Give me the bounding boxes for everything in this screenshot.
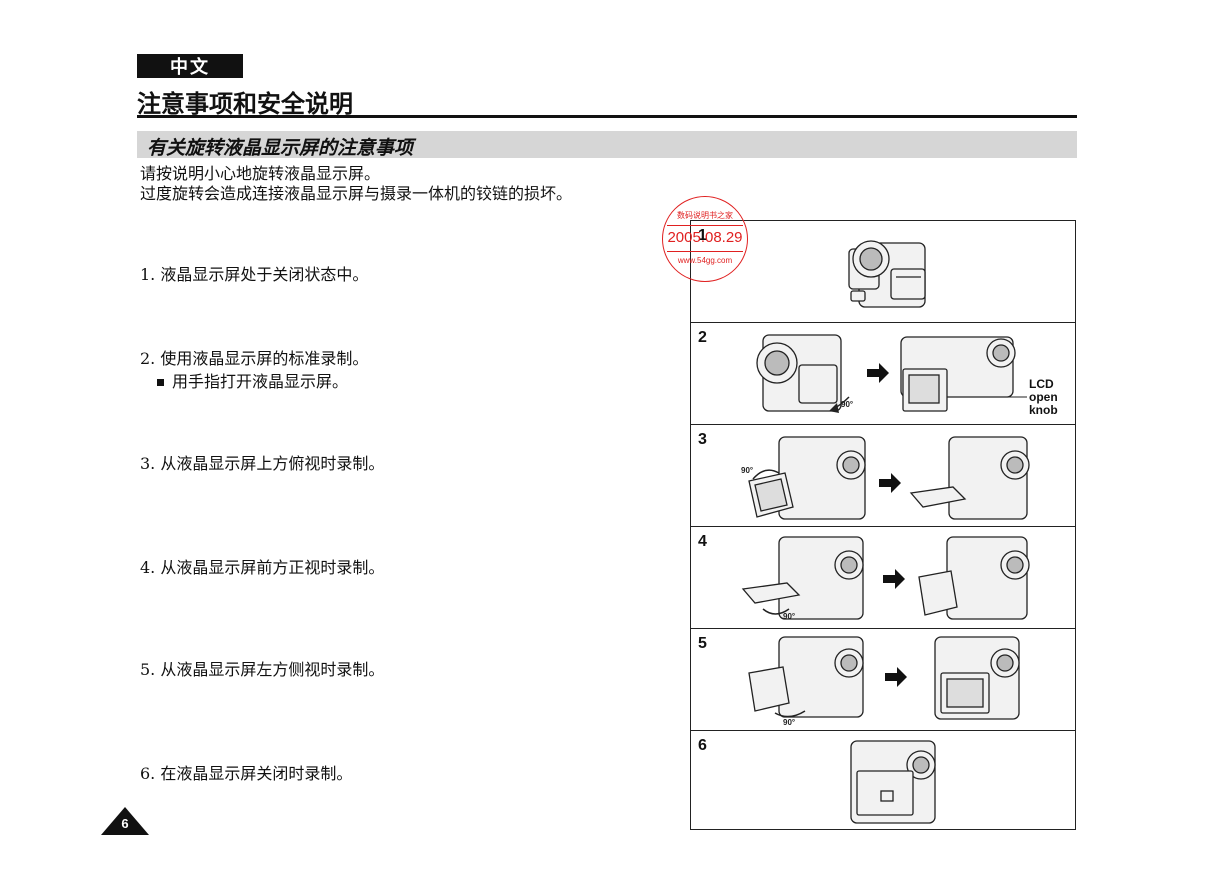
camcorder-closed-icon [848, 240, 926, 308]
figure-panel-6: 6 [691, 731, 1075, 833]
panel-number: 4 [698, 533, 707, 550]
watermark-stamp: 数码说明书之家 2005.08.29 www.54gg.com [662, 196, 748, 282]
stamp-url: www.54gg.com [677, 256, 733, 265]
angle-label: 90° [741, 466, 753, 475]
page-number: 6 [121, 816, 129, 831]
language-tab: 中文 [137, 54, 243, 78]
intro-line-2: 过度旋转会造成连接液晶显示屏与摄录一体机的铰链的损坏。 [140, 184, 573, 203]
lcd-label-line: LCD [1029, 377, 1054, 391]
lcd-label-line: knob [1029, 403, 1058, 417]
panel-number: 3 [698, 431, 707, 448]
stamp-date: 2005.08.29 [667, 229, 743, 246]
step-5: 5. 从液晶显示屏左方侧视时录制。 [140, 660, 385, 679]
panel-number: 2 [698, 329, 707, 346]
arrow-right-icon [867, 363, 889, 383]
camcorder-open-lcd-icon: 90° [756, 334, 1027, 413]
triangle-badge-icon [101, 807, 149, 835]
angle-label: 90° [783, 718, 795, 727]
intro-text: 请按说明小心地旋转液晶显示屏。 过度旋转会造成连接液晶显示屏与摄录一体机的铰链的… [140, 164, 572, 204]
page-number-badge: 6 [101, 807, 149, 835]
step-2: 2. 使用液晶显示屏的标准录制。 [140, 349, 369, 368]
lcd-label-line: open [1029, 390, 1058, 404]
angle-label: 90° [783, 612, 795, 621]
figure-panel-1: 1 [691, 221, 1075, 323]
intro-line-1: 请按说明小心地旋转液晶显示屏。 [140, 164, 381, 183]
step-3: 3. 从液晶显示屏上方俯视时录制。 [140, 454, 385, 473]
panel-number: 6 [698, 737, 707, 754]
figure-panel-4: 4 90° [691, 527, 1075, 629]
illustration-figure: 1 2 [690, 220, 1076, 830]
arrow-right-icon [883, 569, 905, 589]
camcorder-lcd-side-icon: 90° [748, 636, 1020, 727]
bullet-icon [157, 378, 164, 386]
camcorder-lcd-up-icon: 90° [741, 436, 1030, 520]
section-title: 有关旋转液晶显示屏的注意事项 [147, 137, 414, 159]
arrow-right-icon [885, 667, 907, 687]
arrow-right-icon [879, 473, 901, 493]
step-2-sub-text: 用手指打开液晶显示屏。 [172, 372, 349, 391]
figure-panel-2: 2 90° LCD open knob [691, 323, 1075, 425]
title-rule [137, 115, 1077, 118]
angle-label: 90° [841, 400, 853, 409]
section-header: 有关旋转液晶显示屏的注意事项 [137, 131, 1077, 159]
lcd-open-knob-label: LCD open knob [1029, 378, 1058, 417]
figure-panel-5: 5 90° [691, 629, 1075, 731]
figure-panel-3: 3 90° [691, 425, 1075, 527]
step-6: 6. 在液晶显示屏关闭时录制。 [140, 764, 353, 783]
camcorder-lcd-front-icon: 90° [741, 536, 1030, 621]
step-2-sub: 用手指打开液晶显示屏。 [157, 371, 348, 393]
panel-number: 5 [698, 635, 707, 652]
step-4: 4. 从液晶显示屏前方正视时录制。 [140, 558, 385, 577]
camcorder-lcd-reversed-icon [850, 740, 936, 824]
step-1: 1. 液晶显示屏处于关闭状态中。 [140, 265, 369, 284]
stamp-top-text: 数码说明书之家 [677, 211, 733, 220]
page-title: 注意事项和安全说明 [137, 90, 353, 118]
